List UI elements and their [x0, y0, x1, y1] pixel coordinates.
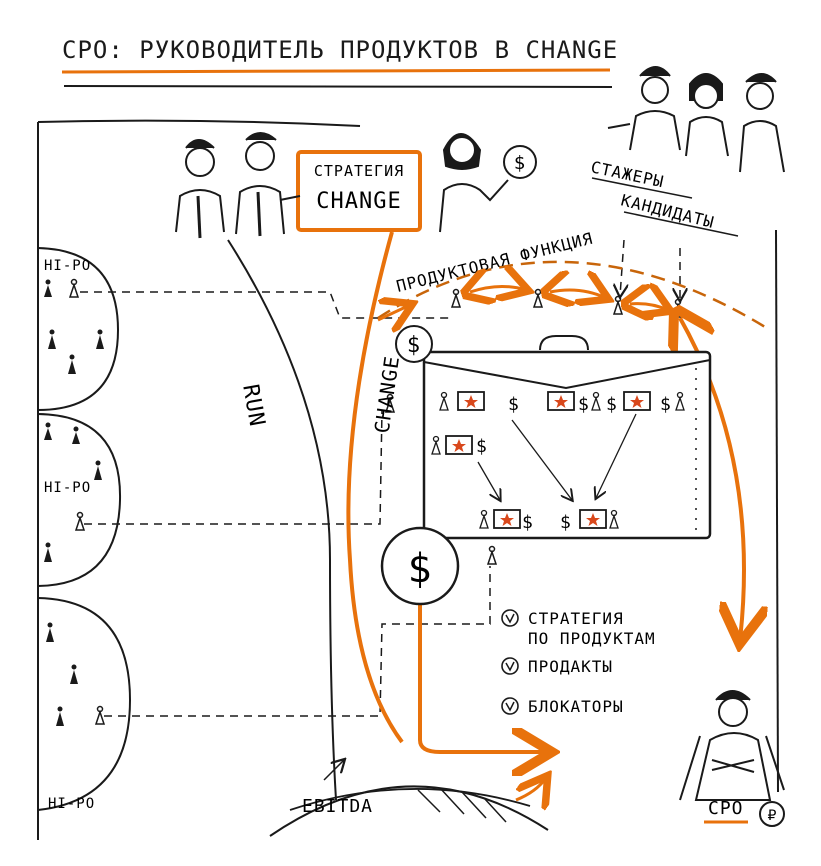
interns-underline: [591, 177, 693, 199]
star-card-icon: [547, 391, 575, 411]
svg-text:$: $: [514, 152, 526, 174]
cpo-label: CPO: [708, 798, 744, 819]
star-card-icon: [457, 391, 485, 411]
person-icon: [74, 511, 86, 531]
star-card-icon: [493, 509, 521, 529]
star-cards: [445, 391, 651, 529]
ebitda-arch: [269, 760, 548, 837]
person-icon: [479, 509, 489, 529]
person-icon: [675, 391, 685, 411]
person-icon: [46, 622, 54, 642]
hipo-pool-3: [37, 597, 132, 811]
checklist-item-1-line2: ПО ПРОДУКТАМ: [528, 629, 656, 648]
svg-text:$: $: [407, 546, 432, 592]
candidates-underline: [623, 211, 739, 237]
person-icon: [56, 706, 64, 726]
person-icon: [94, 460, 102, 480]
dollar-sign: $: [606, 394, 618, 415]
run-label: RUN: [237, 382, 269, 428]
briefcase-people: [431, 391, 685, 529]
person-icon: [70, 664, 78, 684]
interns-label: СТАЖЕРЫ: [589, 157, 666, 191]
frame-right: [775, 229, 779, 793]
person-icon: [486, 545, 498, 565]
person-icon: [607, 66, 681, 151]
person-icon: [431, 435, 441, 455]
woman-illustration: [439, 133, 509, 233]
hipo-pool-1: [37, 247, 120, 411]
hipo-label-1: HI-PO: [44, 258, 91, 274]
person-icon: [235, 132, 301, 237]
executives-illustration: [175, 132, 301, 239]
hipo-label-4: HI-PO: [48, 796, 95, 812]
page-title: CPO: РУКОВОДИТЕЛЬ ПРОДУКТОВ В CHANGE: [62, 36, 618, 64]
run-curve: [227, 239, 337, 801]
person-icon: [94, 705, 106, 725]
person-icon: [685, 73, 729, 157]
person-icon: [44, 422, 52, 440]
team-links: [470, 286, 668, 310]
person-icon: [609, 509, 619, 529]
checklist: СТРАТЕГИЯ ПО ПРОДУКТАМ ПРОДАКТЫ БЛОКАТОР…: [501, 609, 656, 716]
dollar-sign: $: [660, 394, 672, 415]
dollar-sign: $: [560, 512, 572, 533]
person-icon: [591, 391, 601, 411]
dollar-coin-icon: $: [395, 325, 433, 363]
person-icon: [72, 426, 80, 444]
ruble-coin-icon: ₽: [759, 801, 785, 827]
dollar-coin-icon: $: [503, 145, 537, 179]
checklist-item-1-line1: СТРАТЕГИЯ: [528, 609, 624, 628]
star-card-icon: [445, 435, 473, 455]
person-icon: [450, 288, 462, 308]
person-icon: [739, 73, 785, 173]
checklist-item-2: ПРОДАКТЫ: [528, 657, 613, 676]
money-to-ebitda-line: [418, 598, 548, 752]
person-icon: [532, 288, 544, 308]
strategy-box-line2: CHANGE: [316, 189, 401, 214]
person-icons-filled: [44, 279, 104, 726]
change-flow-line: [346, 231, 404, 744]
briefcase-connections: [477, 413, 637, 500]
checklist-item-3: БЛОКАТОРЫ: [528, 697, 624, 716]
person-icon: [44, 279, 52, 297]
check-icon: [501, 609, 519, 627]
briefcase-dollars: $ $ $ $ $ $ $: [476, 394, 672, 533]
interns-illustration: [607, 66, 785, 173]
hipo-pool-2: [37, 413, 122, 587]
check-icon: [501, 657, 519, 675]
frame-left: [37, 119, 361, 840]
person-icon: [384, 393, 396, 413]
person-icon: [44, 542, 52, 562]
dollar-sign: $: [476, 436, 488, 457]
star-card-icon: [623, 391, 651, 411]
ebitda-label: EBITDA: [302, 796, 373, 817]
hipo-label-2: HI-PO: [44, 480, 91, 496]
check-icon: [501, 697, 519, 715]
dollar-sign: $: [578, 394, 590, 415]
person-icon: [672, 298, 684, 318]
person-icon: [48, 329, 56, 349]
person-icon: [175, 139, 225, 239]
person-icon: [612, 295, 624, 315]
dollar-coin-icon: $: [380, 526, 460, 606]
dollar-sign: $: [522, 512, 534, 533]
person-icon: [439, 391, 449, 411]
title-underline-black: [63, 85, 613, 88]
person-icon: [68, 354, 76, 374]
hero-icon: [679, 690, 785, 801]
title-underline-orange: [61, 68, 611, 74]
dollar-sign: $: [508, 394, 520, 415]
star-card-icon: [579, 509, 607, 529]
svg-text:$: $: [407, 333, 421, 358]
person-icon: [68, 278, 80, 298]
svg-text:₽: ₽: [768, 808, 777, 824]
candidates-label: КАНДИДАТЫ: [619, 190, 716, 232]
person-icon: [96, 329, 104, 349]
change-label: CHANGE: [370, 354, 405, 435]
strategy-change-box: [296, 150, 422, 232]
strategy-box-line1: СТРАТЕГИЯ: [314, 162, 404, 180]
